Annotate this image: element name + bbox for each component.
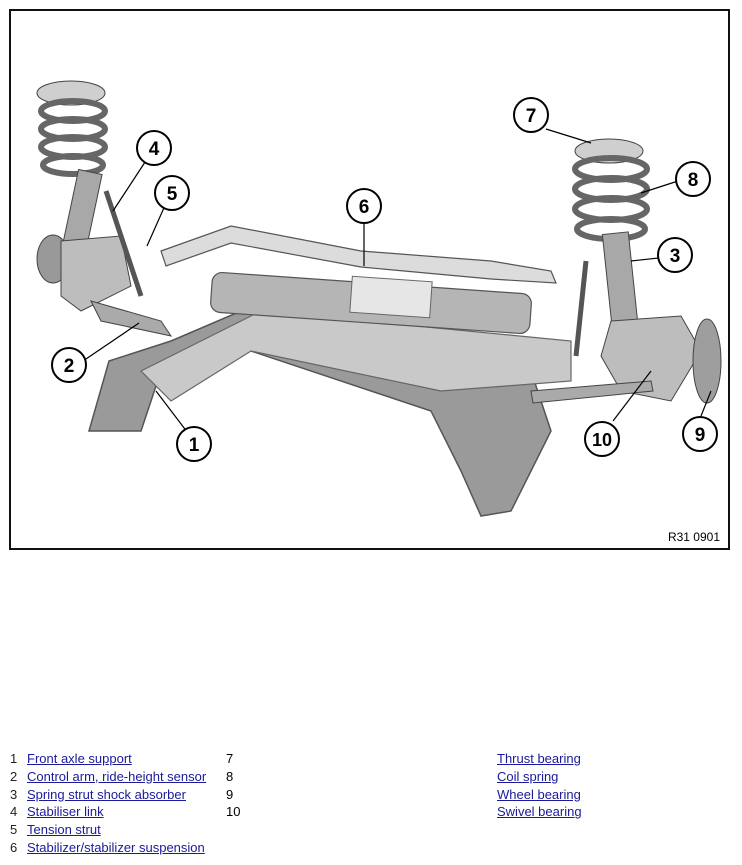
legend-num: 3 [10, 786, 18, 802]
callout-4-label: 4 [149, 139, 160, 160]
legend-item-10: Swivel bearing [497, 803, 582, 821]
callout-6: 6 [346, 188, 382, 224]
legend-item-3: 3 Spring strut shock absorber [10, 786, 206, 804]
legend-right-column: Thrust bearing Coil spring Wheel bearing… [497, 750, 582, 821]
callout-5-circle [154, 175, 190, 211]
left-coil-spring [38, 98, 108, 177]
callout-5: 5 [154, 175, 190, 211]
callout-3-label: 3 [670, 246, 681, 267]
legend-mid-column: 7 8 9 10 [226, 750, 240, 821]
legend-num-7: 7 [226, 751, 234, 766]
legend-item-5: 5 Tension strut [10, 821, 206, 839]
legend-num-8: 8 [226, 768, 234, 784]
right-coil-spring [572, 155, 650, 242]
callout-4-circle [136, 130, 172, 166]
legend-link-spring-strut[interactable]: Spring strut shock absorber [27, 786, 186, 802]
legend-item-4: 4 Stabiliser link [10, 803, 206, 821]
callout-4: 4 [136, 130, 172, 166]
legend-num-9: 9 [226, 786, 234, 802]
legend-link-wheel-bearing[interactable]: Wheel bearing [497, 786, 581, 802]
callout-7: 7 [513, 97, 549, 133]
legend-num: 1 [10, 751, 18, 766]
legend-item-9: Wheel bearing [497, 786, 582, 804]
legend-item-6: 6 Stabilizer/stabilizer suspension [10, 839, 206, 857]
legend-item-7: Thrust bearing [497, 750, 582, 768]
callout-10-circle [584, 421, 620, 457]
left-swivel-bearing [60, 235, 132, 312]
suspension-diagram: 1 2 3 4 5 6 7 8 [9, 9, 730, 550]
legend-link-front-axle-support[interactable]: Front axle support [27, 751, 132, 766]
callout-6-circle [346, 188, 382, 224]
figure-code: R31 0901 [667, 530, 720, 544]
callout-10-label: 10 [592, 430, 612, 450]
legend-item-8: Coil spring [497, 768, 582, 786]
callout-1: 1 [176, 426, 212, 462]
legend-num: 4 [10, 804, 18, 820]
right-tension-strut [530, 380, 654, 404]
right-wheel-bearing [692, 318, 722, 404]
callout-7-label: 7 [526, 106, 537, 127]
left-top-mount [36, 80, 106, 106]
right-shock-absorber [601, 231, 639, 325]
left-control-arm [90, 300, 173, 337]
callout-9-label: 9 [695, 425, 706, 446]
left-stabiliser-link [103, 190, 144, 297]
callout-7-circle [513, 97, 549, 133]
legend-link-tension-strut[interactable]: Tension strut [27, 822, 101, 838]
callout-6-label: 6 [359, 197, 370, 218]
legend-item-1: 1 Front axle support [10, 750, 206, 768]
legend-num: 5 [10, 822, 18, 838]
callout-1-label: 1 [189, 435, 200, 456]
callout-9: 9 [682, 416, 718, 452]
callout-8: 8 [675, 161, 711, 197]
legend-link-stabilizer[interactable]: Stabilizer/stabilizer suspension [27, 839, 205, 855]
right-swivel-bearing [600, 315, 702, 402]
callout-2-circle [51, 347, 87, 383]
callout-3-circle [657, 237, 693, 273]
legend-link-swivel-bearing[interactable]: Swivel bearing [497, 804, 582, 820]
right-stabiliser-link [573, 260, 589, 357]
legend-left-column: 1 Front axle support 2 Control arm, ride-h… [10, 750, 206, 857]
callout-3: 3 [657, 237, 693, 273]
callout-2-label: 2 [64, 356, 75, 377]
legend-link-control-arm[interactable]: Control arm, ride-height sensor [27, 768, 207, 784]
legend-link-stabiliser-link[interactable]: Stabiliser link [27, 804, 104, 820]
callout-10: 10 [584, 421, 620, 457]
legend-num: 2 [10, 768, 18, 784]
callout-9-circle [682, 416, 718, 452]
legend-num-10: 10 [226, 804, 241, 820]
rack-housing [349, 275, 433, 319]
legend-item-2: 2 Control arm, ride-height sensor [10, 768, 206, 786]
legend-link-coil-spring[interactable]: Coil spring [497, 768, 559, 784]
legend-link-thrust-bearing[interactable]: Thrust bearing [497, 751, 581, 766]
callout-8-circle [675, 161, 711, 197]
front-axle-illustration: 1 2 3 4 5 6 7 8 [36, 80, 722, 517]
stabilizer-bar [160, 225, 557, 284]
callout-2: 2 [51, 347, 87, 383]
callout-1-circle [176, 426, 212, 462]
legend-num: 6 [10, 839, 18, 855]
callout-8-label: 8 [688, 170, 699, 191]
callout-5-label: 5 [167, 184, 178, 205]
